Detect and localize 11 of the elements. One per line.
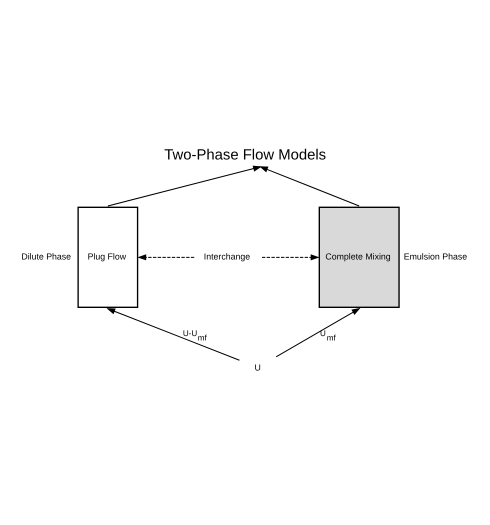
node-label: Emulsion Phase: [404, 252, 468, 262]
node-text: Interchange: [204, 252, 250, 262]
arrow: [262, 254, 320, 260]
arrow: [259, 166, 360, 206]
node-text: U: [254, 362, 261, 372]
arrow: [137, 254, 194, 260]
node-label: Dilute Phase: [21, 252, 72, 262]
arrow: [108, 166, 262, 206]
diagram-title: Two-Phase Flow Models: [164, 147, 326, 164]
arrow: [106, 308, 240, 361]
arrow: [276, 308, 360, 358]
